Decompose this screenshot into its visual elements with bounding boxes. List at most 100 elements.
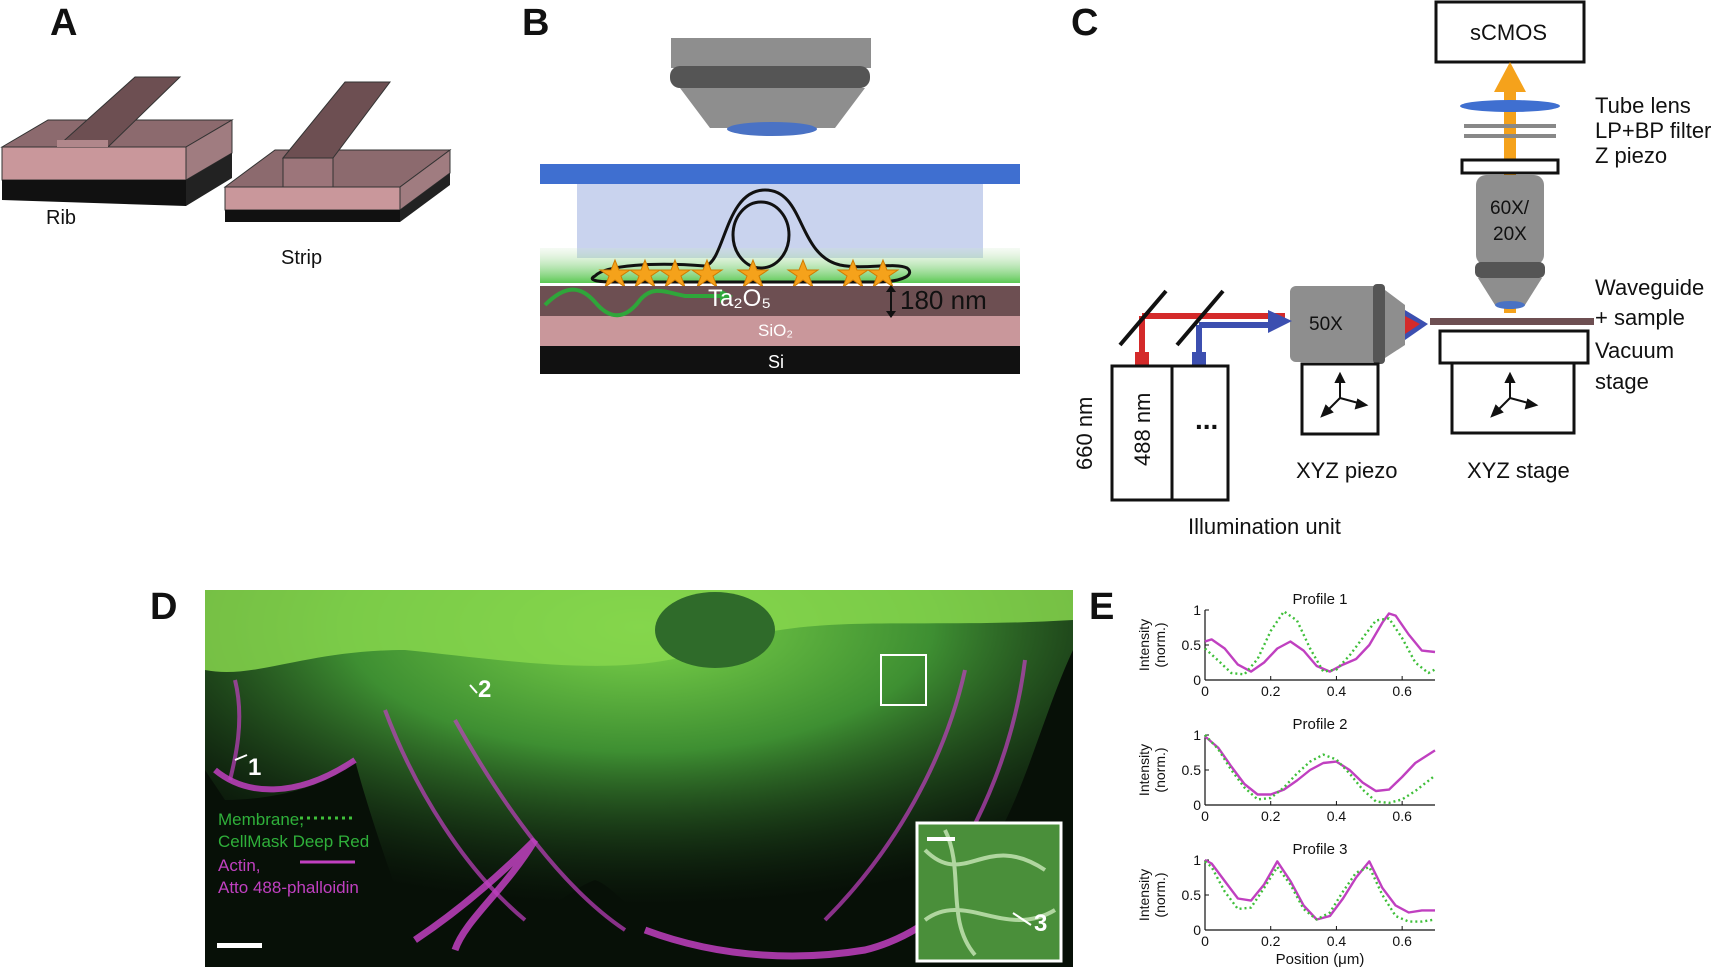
objective-body bbox=[671, 38, 871, 68]
tube-lens bbox=[1460, 100, 1560, 112]
chip-cross-section-illustration bbox=[540, 38, 1020, 374]
mirror-2 bbox=[1175, 289, 1225, 347]
y-tick-label-3: 0.5 bbox=[1182, 887, 1202, 903]
y-axis-label-2: Intensity(norm.) bbox=[1136, 744, 1168, 796]
mirror-1 bbox=[1118, 289, 1168, 347]
setup-schematic bbox=[1110, 0, 1594, 502]
coupling-objective-band bbox=[1373, 284, 1385, 364]
panel-label-b: B bbox=[522, 2, 550, 44]
legend-membrane-dye: CellMask Deep Red bbox=[218, 832, 370, 851]
panel-label-e: E bbox=[1089, 586, 1115, 628]
coupling-objective-label: 50X bbox=[1309, 314, 1343, 335]
x-tick-label-2: 0.6 bbox=[1392, 808, 1412, 824]
xyz-stage-box bbox=[1450, 361, 1576, 435]
y-tick-label-3: 1 bbox=[1193, 852, 1201, 868]
tube-lens-label: Tube lens bbox=[1595, 93, 1691, 118]
more-lasers-ellipsis: ... bbox=[1195, 404, 1219, 435]
laser-488-box bbox=[1170, 364, 1230, 502]
coverslip bbox=[540, 164, 1020, 184]
camera-label: sCMOS bbox=[1470, 20, 1547, 45]
profile-title-2: Profile 2 bbox=[1292, 716, 1347, 733]
camera-box bbox=[1434, 0, 1586, 64]
objective-band bbox=[670, 66, 870, 88]
x-tick-label-2: 0 bbox=[1201, 808, 1209, 824]
x-tick-label-3: 0.6 bbox=[1392, 933, 1412, 949]
waveguide-3d-illustration bbox=[0, 76, 452, 222]
panel-label-d: D bbox=[150, 586, 178, 628]
x-tick-label-3: 0 bbox=[1201, 933, 1209, 949]
strip-label: Strip bbox=[281, 247, 323, 269]
guided-wave-arrowhead bbox=[720, 289, 733, 303]
profile-2-series-actin bbox=[1204, 735, 1436, 796]
profile-3-series-actin bbox=[1204, 858, 1435, 921]
laser-488-label: 488 nm bbox=[1130, 392, 1155, 466]
rib-substrate-side bbox=[186, 153, 232, 206]
profile-1-series-actin bbox=[1204, 612, 1436, 673]
panel-label-c: C bbox=[1071, 2, 1099, 44]
vacuum-stage bbox=[1438, 329, 1590, 365]
z-piezo bbox=[1460, 158, 1560, 175]
objective-lens bbox=[727, 122, 817, 136]
imaging-objective-body bbox=[1476, 175, 1544, 265]
inset-scale-bar bbox=[927, 837, 955, 841]
y-tick-label-1: 0 bbox=[1193, 672, 1201, 688]
sample-label: + sample bbox=[1595, 305, 1685, 330]
xyz-piezo-axes-icon bbox=[1320, 371, 1369, 418]
panel-label-a: A bbox=[50, 2, 78, 44]
y-tick-label-2: 0.5 bbox=[1182, 762, 1202, 778]
y-tick-label-1: 0.5 bbox=[1182, 637, 1202, 653]
y-tick-label-2: 0 bbox=[1193, 797, 1201, 813]
profile-title-1: Profile 1 bbox=[1292, 591, 1347, 608]
filter-1 bbox=[1464, 124, 1556, 128]
x-tick-label-3: 0.4 bbox=[1327, 933, 1347, 949]
coupling-objective-body bbox=[1290, 286, 1380, 362]
x-tick-label-1: 0.4 bbox=[1327, 683, 1347, 699]
rib-slab-front bbox=[1, 146, 187, 181]
xyz-stage-axes-icon bbox=[1490, 371, 1539, 418]
profile-mark-1: 1 bbox=[248, 754, 262, 781]
x-tick-label-1: 0.6 bbox=[1392, 683, 1412, 699]
y-tick-label-1: 1 bbox=[1193, 602, 1201, 618]
x-tick-label-1: 0.2 bbox=[1261, 683, 1281, 699]
strip-substrate bbox=[225, 210, 400, 222]
x-tick-label-3: 0.2 bbox=[1261, 933, 1281, 949]
profile-1-series-membrane bbox=[1204, 610, 1436, 676]
x-axis-label: Position (μm) bbox=[1276, 951, 1365, 968]
fluorescence-micrograph bbox=[205, 590, 1073, 967]
imaging-objective-label-bottom: 20X bbox=[1493, 224, 1527, 245]
rib-label: Rib bbox=[46, 207, 77, 229]
stage-label: stage bbox=[1595, 369, 1649, 394]
profile-mark-3: 3 bbox=[1034, 910, 1048, 937]
substrate-label: Si bbox=[768, 352, 785, 372]
z-piezo-label: Z piezo bbox=[1595, 143, 1668, 168]
xyz-piezo-label: XYZ piezo bbox=[1296, 458, 1398, 483]
legend-membrane: Membrane, bbox=[218, 810, 304, 829]
cell-nucleus bbox=[731, 200, 791, 270]
roi-box bbox=[880, 654, 927, 706]
scale-bar bbox=[217, 943, 262, 948]
strip-slab-front bbox=[224, 186, 401, 211]
profile-title-3: Profile 3 bbox=[1292, 841, 1347, 858]
thickness-label: 180 nm bbox=[900, 285, 987, 315]
substrate-layer bbox=[540, 346, 1020, 374]
rib-substrate-front bbox=[2, 180, 186, 206]
filter-2 bbox=[1464, 134, 1556, 138]
imaging-objective-band bbox=[1475, 262, 1545, 278]
strip-ridge-front bbox=[282, 157, 334, 188]
laser-660-label: 660 nm bbox=[1072, 396, 1097, 470]
strip-substrate-side bbox=[400, 173, 450, 222]
rib-ridge-front bbox=[57, 140, 108, 147]
x-tick-label-1: 0 bbox=[1201, 683, 1209, 699]
beam-arrowhead bbox=[1268, 310, 1292, 333]
xyz-stage-label: XYZ stage bbox=[1467, 458, 1570, 483]
profile-2-series-membrane bbox=[1204, 734, 1436, 805]
y-tick-label-3: 0 bbox=[1193, 922, 1201, 938]
filter-label: LP+BP filter bbox=[1595, 118, 1712, 143]
imaging-objective-label-top: 60X/ bbox=[1490, 198, 1530, 219]
emission-arrowhead bbox=[1494, 62, 1526, 92]
guided-wave-arrow bbox=[543, 287, 720, 318]
legend-actin: Actin, bbox=[218, 856, 261, 875]
strip-ridge-top bbox=[281, 81, 391, 159]
coupling-objective-nose bbox=[1385, 290, 1405, 358]
